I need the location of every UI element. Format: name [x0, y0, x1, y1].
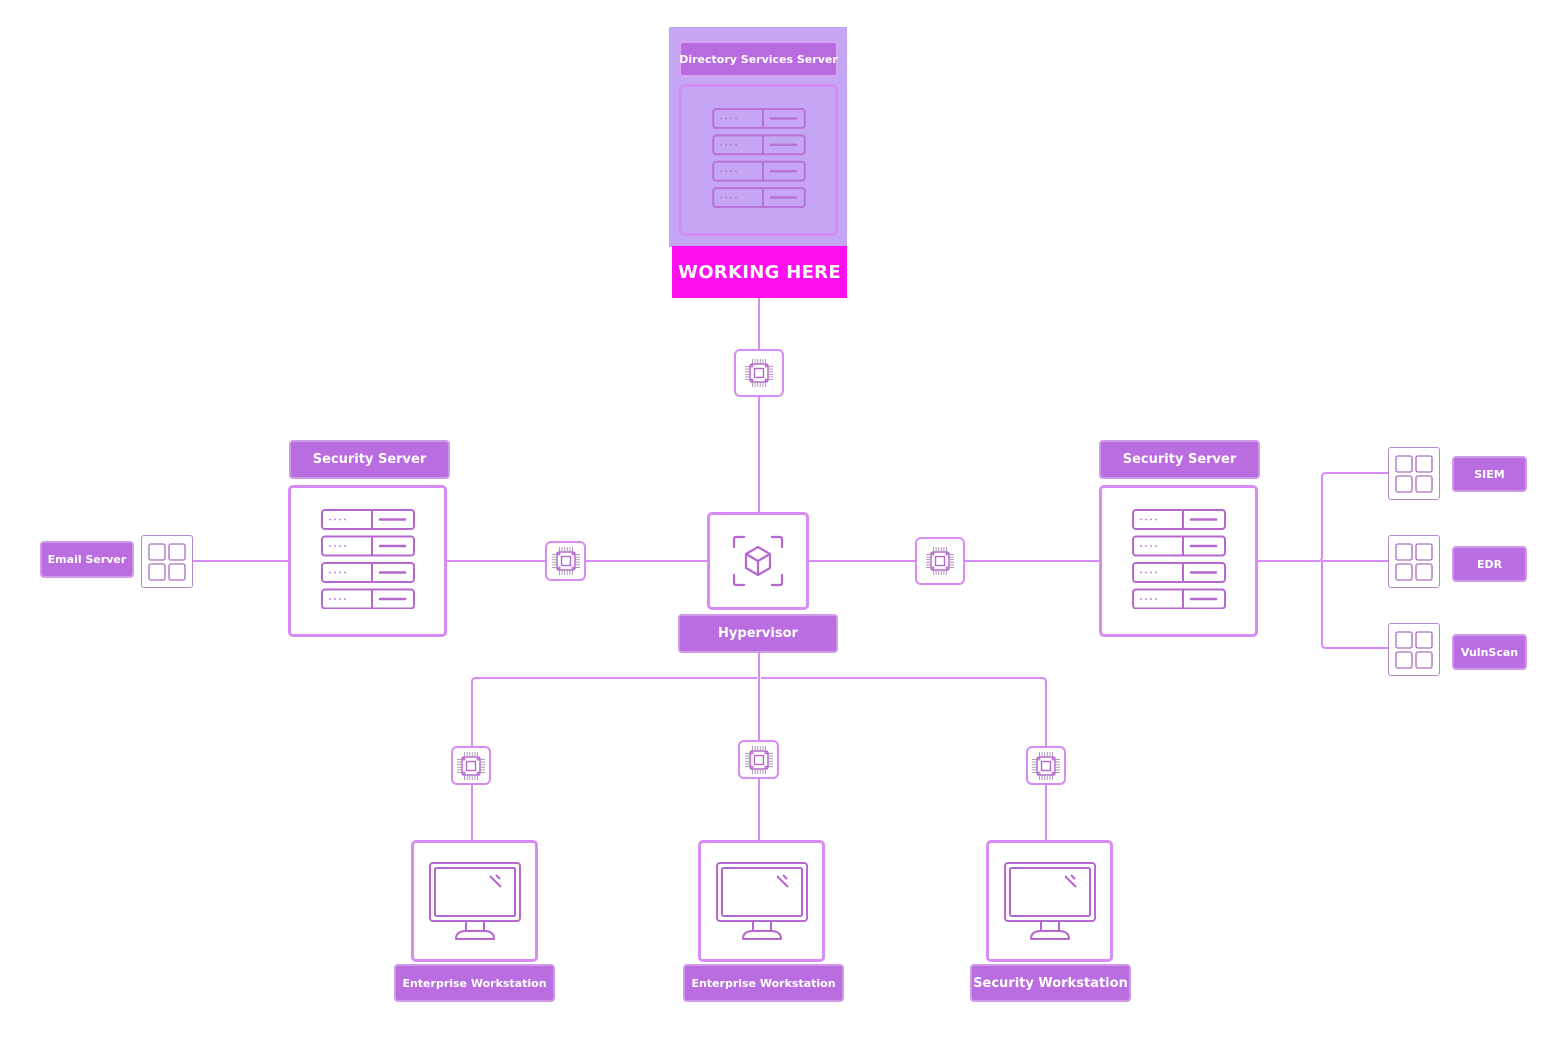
- connector-chip-workstation-1[interactable]: [451, 746, 491, 785]
- siem-node[interactable]: [1388, 447, 1440, 500]
- connector-chip-workstation-2[interactable]: [738, 740, 779, 779]
- server-rack-icon: [320, 508, 415, 614]
- siem-label-text: SIEM: [1474, 467, 1505, 481]
- security-server-right-label-text: Security Server: [1122, 452, 1237, 467]
- vulnscan-label-text: VulnScan: [1460, 645, 1519, 659]
- security-server-right-node[interactable]: [1099, 485, 1258, 637]
- cube-scan-icon: [732, 535, 784, 587]
- hypervisor-label[interactable]: Hypervisor: [678, 614, 838, 653]
- directory-server-node[interactable]: [679, 84, 838, 236]
- siem-label[interactable]: SIEM: [1452, 456, 1527, 492]
- edr-label-text: EDR: [1476, 557, 1503, 571]
- security-server-left-label-text: Security Server: [312, 452, 427, 467]
- directory-server-label[interactable]: Directory Services Server: [679, 41, 838, 77]
- workstation-2-label-text: Enterprise Workstation: [691, 976, 836, 990]
- edge-security-right-branches: [1256, 472, 1389, 649]
- working-here-banner: WORKING HERE: [672, 246, 847, 298]
- app-grid-icon: [147, 542, 187, 582]
- edr-node[interactable]: [1388, 535, 1440, 588]
- workstation-1-label-text: Enterprise Workstation: [402, 976, 547, 990]
- connector-chip-security-right[interactable]: [915, 537, 965, 585]
- email-server-label-text: Email Server: [47, 553, 127, 566]
- cpu-chip-icon: [923, 544, 957, 578]
- monitor-icon: [428, 862, 521, 940]
- cpu-chip-icon: [742, 743, 776, 777]
- cpu-chip-icon: [549, 544, 583, 578]
- app-grid-icon: [1394, 454, 1434, 494]
- security-server-right-label[interactable]: Security Server: [1099, 440, 1260, 479]
- edge-hypervisor-workstation-right: [761, 677, 1047, 842]
- connector-chip-security-left[interactable]: [545, 541, 586, 581]
- vulnscan-label[interactable]: VulnScan: [1452, 634, 1527, 670]
- email-server-node[interactable]: [141, 535, 193, 588]
- edr-label[interactable]: EDR: [1452, 546, 1527, 582]
- server-rack-icon: [711, 108, 806, 212]
- workstation-3-node[interactable]: [986, 840, 1113, 962]
- connector-chip-workstation-3[interactable]: [1026, 746, 1066, 785]
- cpu-chip-icon: [742, 356, 776, 390]
- hypervisor-label-text: Hypervisor: [718, 626, 798, 641]
- security-server-left-label[interactable]: Security Server: [289, 440, 450, 479]
- working-here-text: WORKING HERE: [678, 261, 841, 283]
- workstation-1-label[interactable]: Enterprise Workstation: [394, 964, 555, 1002]
- connector-chip-directory[interactable]: [734, 349, 784, 397]
- hypervisor-node[interactable]: [707, 512, 809, 610]
- workstation-1-node[interactable]: [411, 840, 538, 962]
- server-rack-icon: [1131, 508, 1226, 614]
- app-grid-icon: [1394, 630, 1434, 670]
- app-grid-icon: [1394, 542, 1434, 582]
- workstation-2-node[interactable]: [698, 840, 825, 962]
- monitor-icon: [1003, 862, 1096, 940]
- edge-hypervisor-workstation-left: [471, 677, 757, 842]
- workstation-3-label[interactable]: Security Workstation: [970, 964, 1131, 1002]
- security-server-left-node[interactable]: [288, 485, 447, 637]
- directory-server-label-text: Directory Services Server: [679, 52, 838, 66]
- cpu-chip-icon: [1029, 749, 1063, 783]
- email-server-label[interactable]: Email Server: [40, 541, 134, 578]
- cpu-chip-icon: [454, 749, 488, 783]
- monitor-icon: [715, 862, 808, 940]
- workstation-3-label-text: Security Workstation: [973, 975, 1128, 991]
- vulnscan-node[interactable]: [1388, 623, 1440, 676]
- workstation-2-label[interactable]: Enterprise Workstation: [683, 964, 844, 1002]
